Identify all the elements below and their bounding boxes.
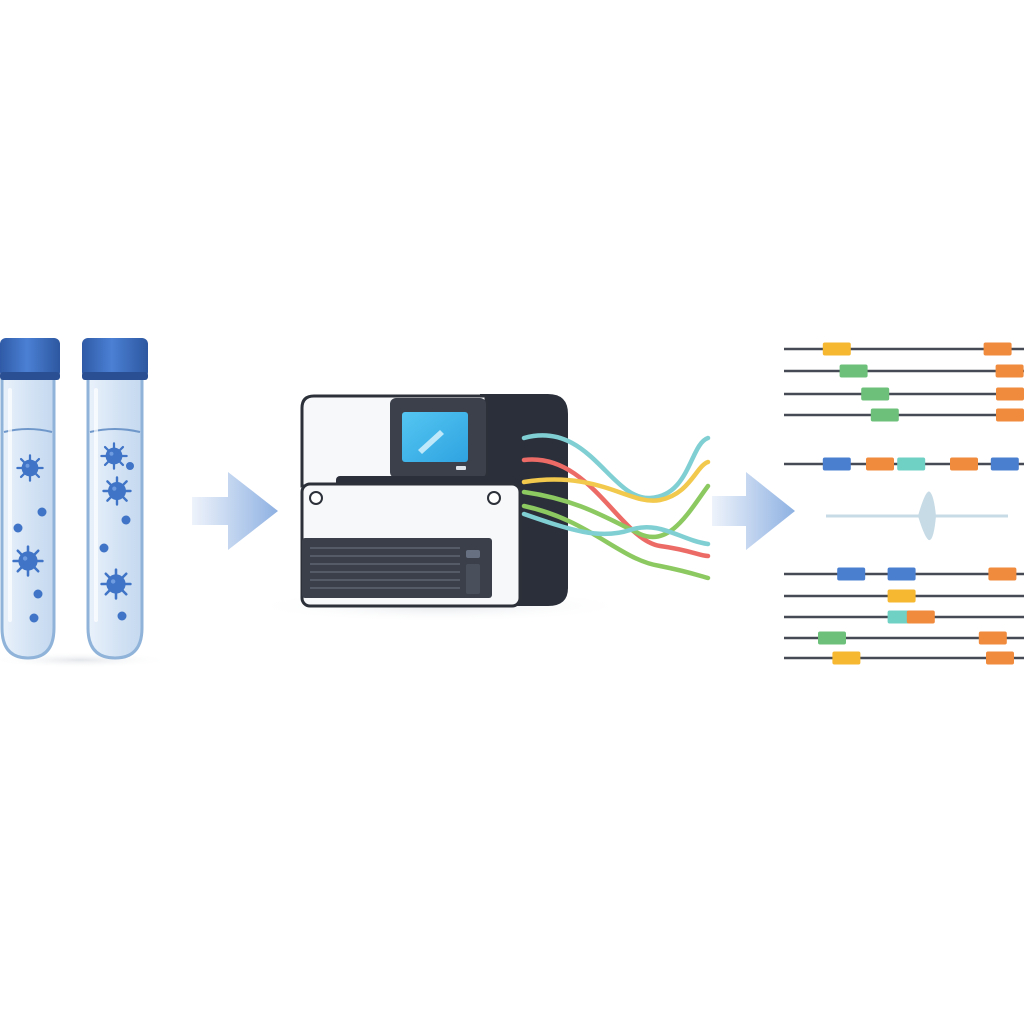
- read-strand-icon: [521, 483, 711, 540]
- virus-icon: [12, 545, 44, 577]
- read-segment: [897, 457, 926, 471]
- consensus-peak: [918, 491, 936, 541]
- read-segment: [990, 457, 1019, 471]
- virus-icon: [100, 442, 128, 470]
- read-strand-icon: [521, 457, 711, 559]
- read-segment: [818, 631, 846, 645]
- read-segment: [887, 589, 916, 603]
- flow-arrow-icon: [192, 472, 278, 550]
- read-segment: [832, 651, 861, 665]
- read-segment: [988, 567, 1017, 581]
- read-segment: [870, 408, 899, 422]
- read-segment: [837, 567, 866, 581]
- read-segment: [986, 651, 1014, 665]
- read-strand-icon: [521, 433, 711, 501]
- read-segment: [887, 567, 916, 581]
- read-strands: [521, 433, 711, 581]
- read-segment: [866, 457, 894, 471]
- virus-icon: [16, 454, 44, 482]
- virus-icon: [100, 568, 132, 600]
- virus-particle: [33, 589, 43, 599]
- read-segment: [861, 387, 890, 401]
- test-tube-icon: [0, 338, 60, 660]
- read-strand-icon: [521, 459, 711, 503]
- read-strand-icon: [521, 503, 711, 581]
- read-segment: [983, 342, 1012, 356]
- test-tube-icon: [82, 338, 148, 660]
- virus-particle: [13, 523, 23, 533]
- virus-particle: [99, 543, 109, 553]
- read-strand-icon: [521, 511, 711, 547]
- read-segment: [978, 631, 1007, 645]
- read-segment: [995, 364, 1024, 378]
- virus-icon: [102, 476, 132, 506]
- read-segment: [906, 610, 935, 624]
- virus-particle: [117, 611, 127, 621]
- virus-particle: [126, 462, 134, 470]
- virus-particle: [121, 515, 131, 525]
- read-segment: [839, 364, 868, 378]
- virus-particle: [29, 613, 39, 623]
- sequencer-machine-icon: [250, 394, 630, 622]
- sequence-alignment-icon: [784, 342, 1024, 665]
- flow-arrow-icon: [712, 472, 795, 550]
- read-segment: [996, 387, 1024, 401]
- read-segment: [950, 457, 978, 471]
- read-segment: [996, 408, 1024, 422]
- read-segment: [822, 342, 851, 356]
- read-segment: [822, 457, 851, 471]
- virus-particle: [37, 507, 47, 517]
- sample-tubes: [0, 338, 170, 668]
